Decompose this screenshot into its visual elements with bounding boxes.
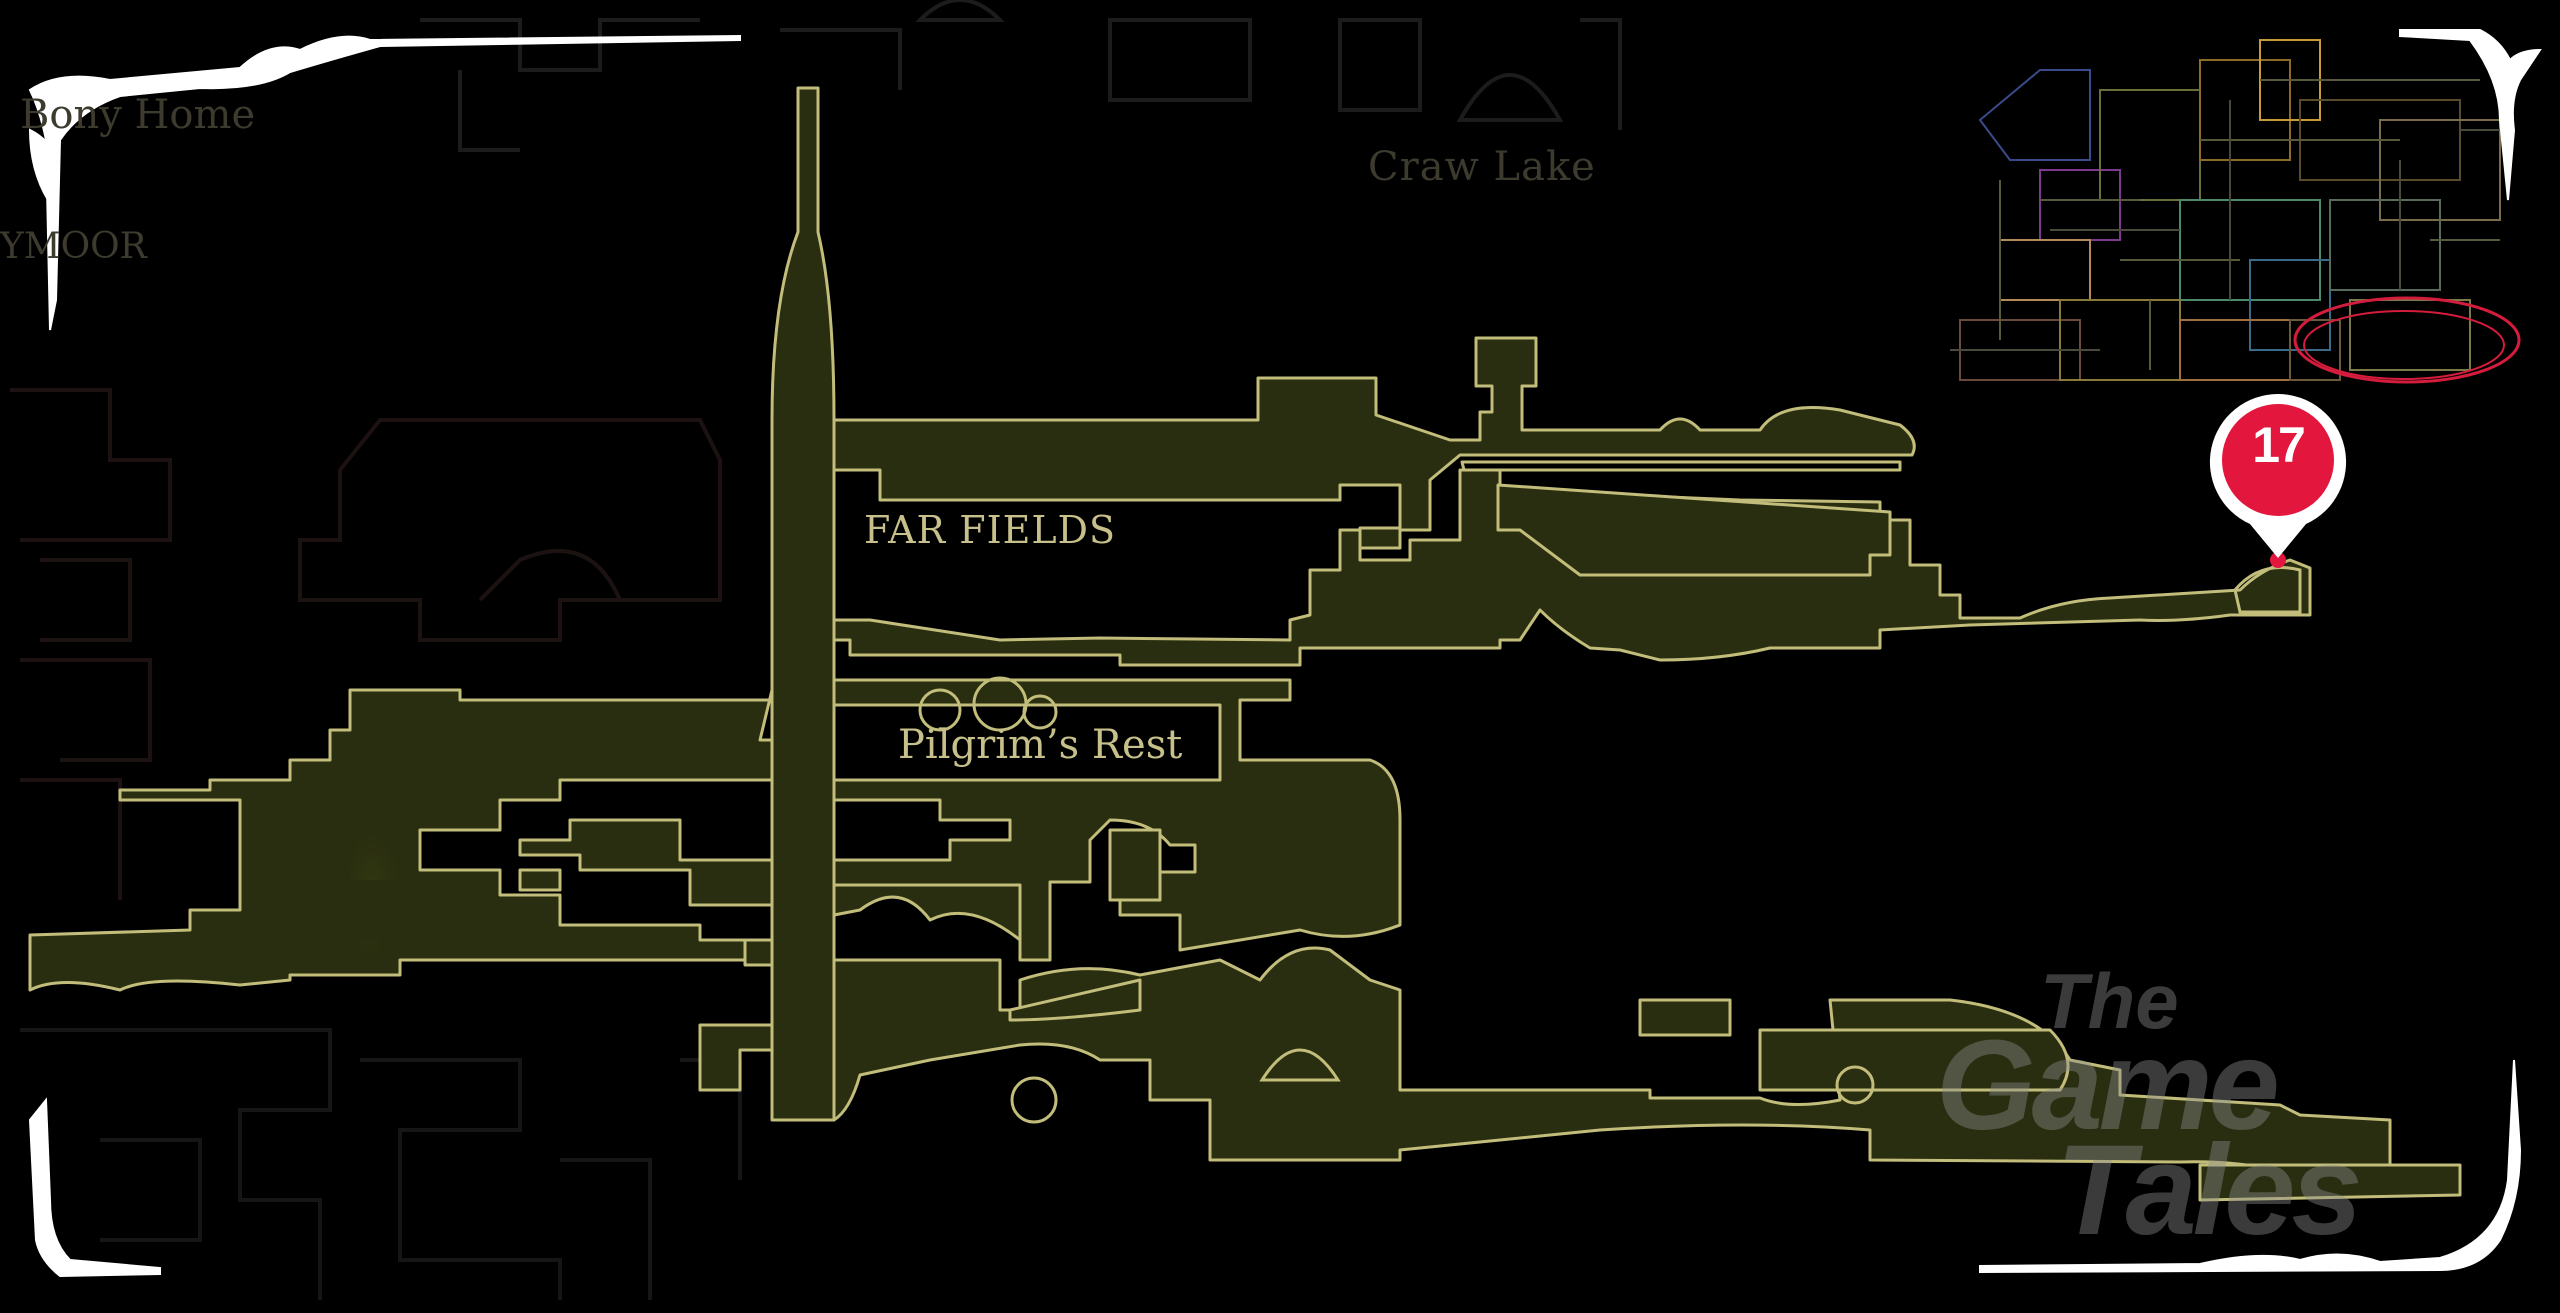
frame-ornaments — [28, 29, 2542, 1278]
area-label-far-fields: FAR FIELDS — [864, 508, 1117, 552]
watermark-line-2: Game — [1936, 1013, 2280, 1157]
watermark-line-3: Tales — [2056, 1118, 2363, 1262]
map-icons — [918, 566, 2302, 1124]
marker-pin-icon — [2209, 393, 2347, 558]
marker-number: 17 — [2252, 417, 2306, 473]
faded-rooms-top — [420, 0, 1622, 152]
watermark-line-1: The — [2040, 957, 2179, 1045]
area-label-moor: YMOOR — [0, 226, 147, 267]
area-label-home: Bony Home — [20, 92, 256, 138]
faded-rooms-bottom — [20, 1028, 742, 1300]
area-label-pilgrims-rest: Pilgrim’s Rest — [898, 722, 1183, 768]
faded-rooms-left — [10, 388, 722, 900]
marker-pin-dot — [2270, 552, 2286, 568]
map-rooms — [28, 86, 2462, 1202]
location-marker[interactable]: 17 — [2208, 392, 2348, 562]
minimap — [1950, 39, 2521, 384]
area-label-craw-lake: Craw Lake — [1368, 144, 1596, 190]
watermark-logo: The Game Tales — [1936, 957, 2456, 1254]
